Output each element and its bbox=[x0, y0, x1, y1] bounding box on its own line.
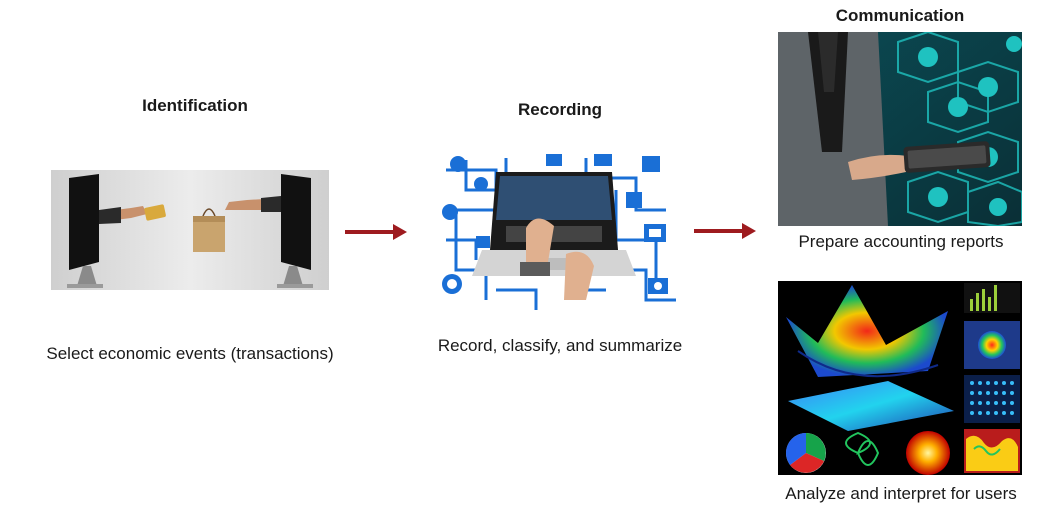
analyze-interpret-caption: Analyze and interpret for users bbox=[785, 484, 1017, 503]
recording-heading: Recording bbox=[517, 100, 603, 119]
recording-caption: Record, classify, and summarize bbox=[437, 336, 683, 355]
flow-arrow-1 bbox=[345, 224, 407, 240]
tablet-network-illustration bbox=[778, 32, 1022, 226]
communication-analyze-image bbox=[778, 281, 1022, 475]
flow-arrow-2 bbox=[694, 223, 756, 239]
communication-reports-image bbox=[778, 32, 1022, 226]
identification-caption: Select economic events (transactions) bbox=[46, 344, 334, 363]
communication-heading: Communication bbox=[835, 6, 965, 25]
laptop-network-illustration bbox=[436, 150, 676, 310]
identification-heading: Identification bbox=[142, 96, 248, 115]
identification-image bbox=[51, 170, 329, 290]
prepare-reports-caption: Prepare accounting reports bbox=[798, 232, 1004, 251]
recording-image bbox=[436, 150, 676, 310]
data-visualization-collage bbox=[778, 281, 1022, 475]
card-handover-illustration bbox=[51, 170, 329, 290]
